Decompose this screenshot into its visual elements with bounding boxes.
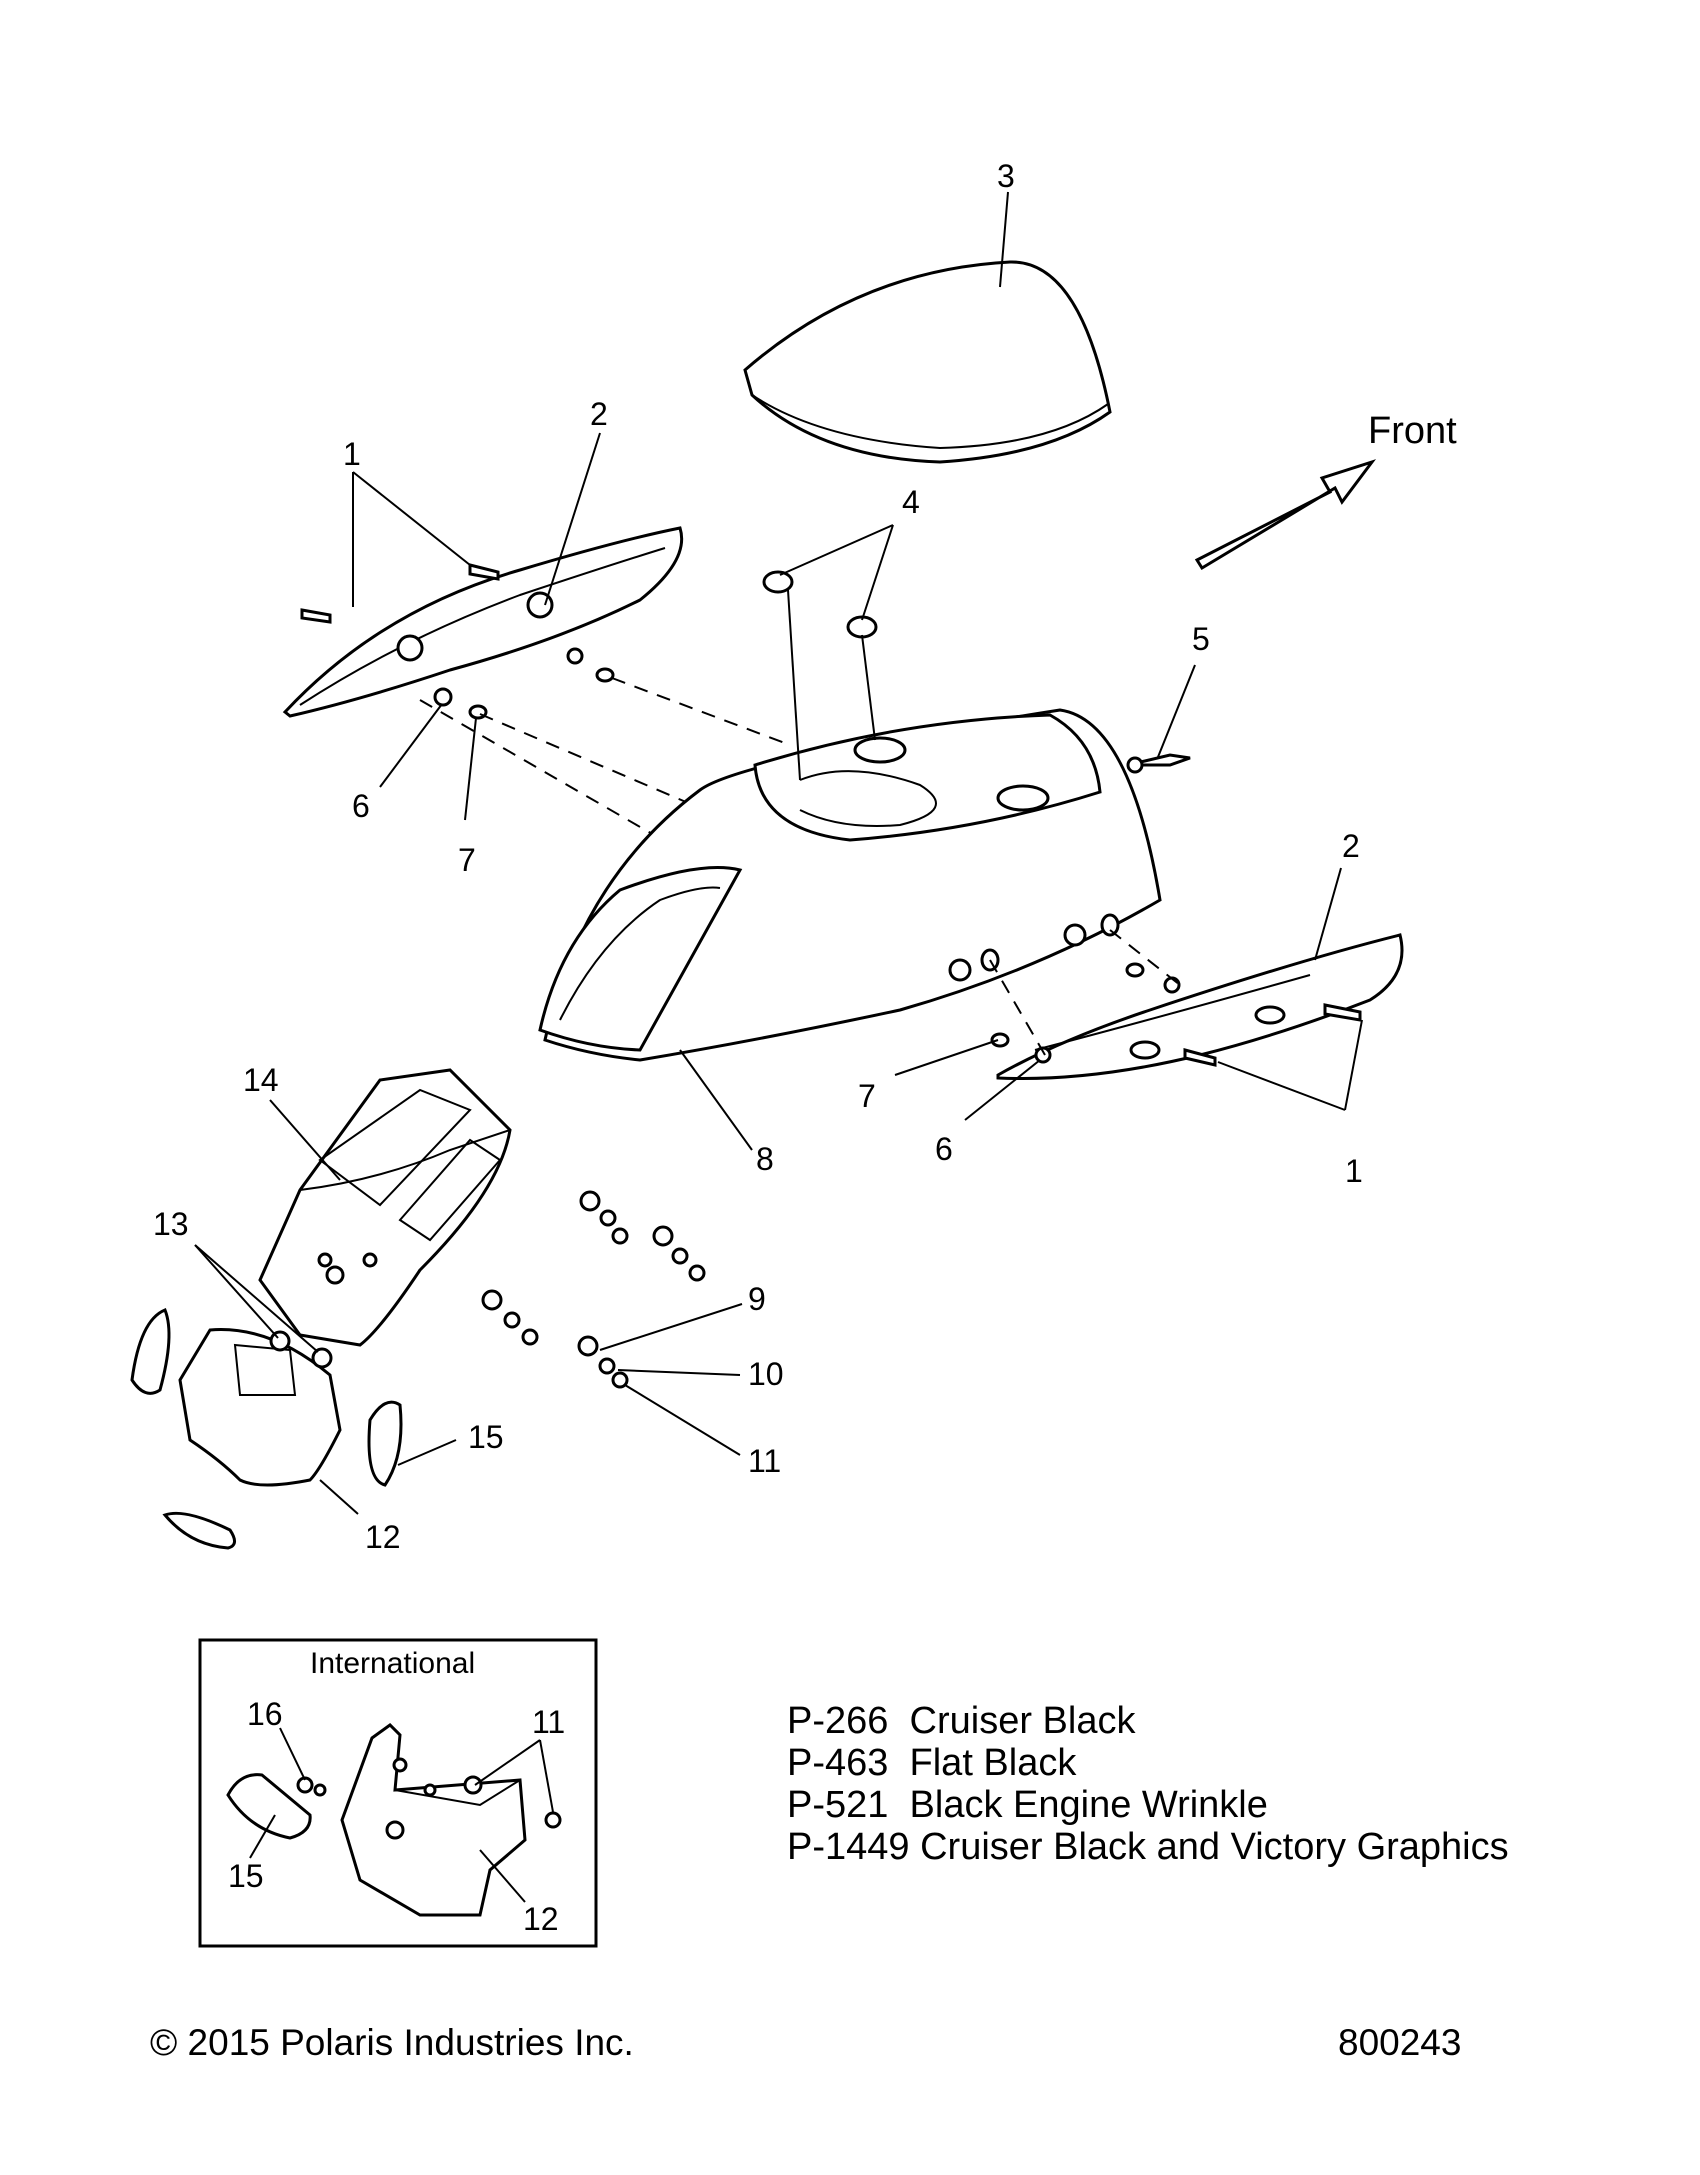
legend-code: P-266 bbox=[787, 1700, 889, 1742]
part-6-7-left-hardware bbox=[433, 647, 615, 720]
alignment-lines-left bbox=[419, 677, 791, 851]
part-9-10-11-hardware bbox=[481, 1190, 706, 1389]
part-4-plugs bbox=[762, 570, 878, 639]
front-label: Front bbox=[1368, 410, 1457, 452]
callout-1-right: 1 bbox=[1345, 1153, 1363, 1189]
international-inset: International 16 11 15 12 bbox=[198, 1638, 598, 1948]
callout-11: 11 bbox=[748, 1443, 781, 1479]
part-2-left-side-trim bbox=[282, 526, 684, 718]
legend-desc: Flat Black bbox=[909, 1742, 1077, 1784]
callout-3: 3 bbox=[997, 158, 1015, 194]
callout-2-left: 2 bbox=[590, 396, 608, 432]
callout-13: 13 bbox=[153, 1206, 189, 1242]
inset-callout-16: 16 bbox=[247, 1696, 283, 1732]
legend-desc: Cruiser Black and Victory Graphics bbox=[920, 1826, 1509, 1868]
legend-code: P-463 bbox=[787, 1742, 889, 1784]
copyright-notice: © 2015 Polaris Industries Inc. bbox=[150, 2022, 634, 2063]
callout-5: 5 bbox=[1192, 621, 1210, 657]
callout-8: 8 bbox=[756, 1141, 774, 1177]
legend-row: P-266 Cruiser Black bbox=[787, 1700, 1509, 1742]
callout-12: 12 bbox=[365, 1519, 401, 1555]
leader-lines bbox=[194, 191, 1342, 1515]
inset-callout-12: 12 bbox=[523, 1901, 559, 1937]
callout-numbers: 1 2 3 4 5 6 7 2 7 6 8 1 14 13 9 10 15 11… bbox=[153, 158, 1457, 1555]
callout-10: 10 bbox=[748, 1356, 784, 1392]
part-15-reflectors bbox=[130, 1308, 403, 1550]
callout-15: 15 bbox=[468, 1419, 504, 1455]
legend-row: P-1449 Cruiser Black and Victory Graphic… bbox=[787, 1826, 1509, 1868]
inset-title: International bbox=[310, 1647, 475, 1680]
legend-desc: Cruiser Black bbox=[909, 1700, 1136, 1742]
inset-callout-15: 15 bbox=[228, 1858, 264, 1894]
inset-callout-11: 11 bbox=[532, 1704, 565, 1740]
alignment-lines-right bbox=[989, 929, 1363, 1111]
part-1-bolts-left bbox=[300, 563, 500, 624]
legend-desc: Black Engine Wrinkle bbox=[909, 1784, 1268, 1826]
front-direction-arrow bbox=[1194, 459, 1377, 571]
callout-7-left: 7 bbox=[458, 842, 476, 878]
part-14-plate-bracket bbox=[258, 1068, 512, 1347]
part-13-nuts bbox=[269, 1330, 333, 1369]
callout-6-right: 6 bbox=[935, 1131, 953, 1167]
callout-1-left: 1 bbox=[343, 436, 361, 472]
legend-row: P-521 Black Engine Wrinkle bbox=[787, 1784, 1509, 1826]
part-2-right-side-trim bbox=[996, 933, 1404, 1081]
part-6-7-1-right-hardware bbox=[990, 962, 1362, 1067]
paint-code-legend: P-266 Cruiser Black P-463 Flat Black P-5… bbox=[787, 1700, 1509, 1868]
legend-row: P-463 Flat Black bbox=[787, 1742, 1509, 1784]
diagram-number: 800243 bbox=[1338, 2022, 1462, 2063]
legend-code: P-1449 bbox=[787, 1826, 910, 1868]
callout-14: 14 bbox=[243, 1062, 279, 1098]
callout-6-left: 6 bbox=[352, 788, 370, 824]
callout-4: 4 bbox=[902, 484, 920, 520]
callout-9: 9 bbox=[748, 1281, 766, 1317]
part-3-seat-pad bbox=[743, 260, 1112, 464]
legend-code: P-521 bbox=[787, 1784, 889, 1826]
callout-7-right: 7 bbox=[858, 1078, 876, 1114]
callout-2-right: 2 bbox=[1342, 828, 1360, 864]
part-8-rear-cowl bbox=[538, 708, 1162, 1062]
part-5-screw bbox=[1126, 753, 1191, 774]
